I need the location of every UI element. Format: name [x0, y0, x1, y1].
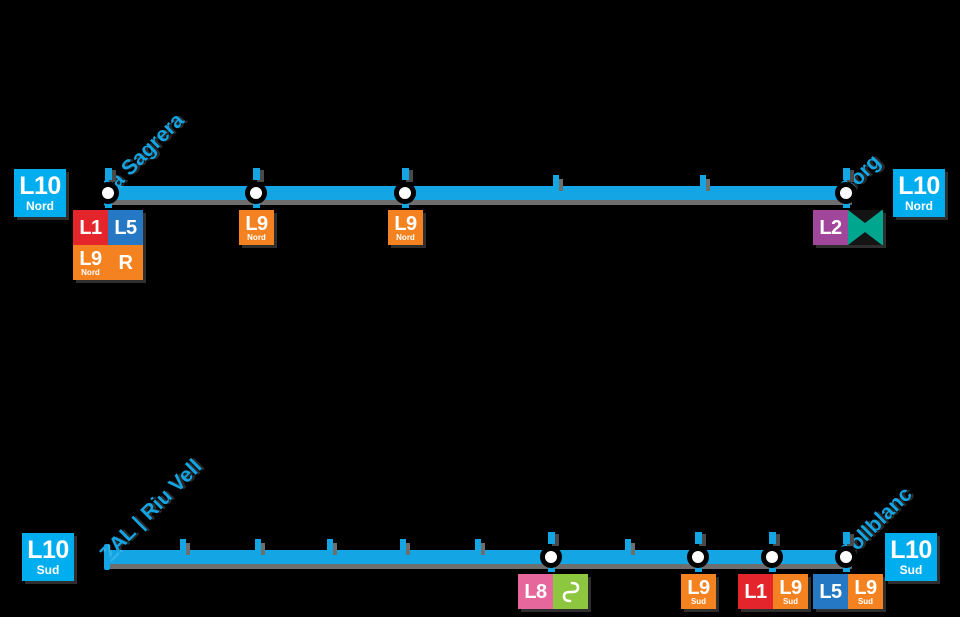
- connection-label: L1: [79, 216, 102, 239]
- tram-icon[interactable]: [848, 210, 883, 245]
- station-stop-la-sagrera[interactable]: [97, 182, 119, 204]
- station-stop[interactable]: [394, 182, 416, 204]
- station-stop[interactable]: [687, 546, 709, 568]
- terminus-label-main: L10: [27, 536, 69, 564]
- connection-badge-l1[interactable]: L1: [738, 574, 773, 609]
- tick-mark: [180, 539, 186, 555]
- connection-label: L9: [779, 576, 802, 599]
- connection-sublabel: Sud: [690, 596, 707, 606]
- connection-sublabel: Nord: [247, 232, 266, 242]
- station-stop-collblanc[interactable]: [835, 546, 857, 568]
- station-stop[interactable]: [540, 546, 562, 568]
- connection-badge-l9-sud[interactable]: L9 Sud: [681, 574, 716, 609]
- terminus-label-sub: Nord: [905, 199, 933, 213]
- tick-mark: [553, 175, 559, 191]
- stop-stem: [843, 532, 850, 544]
- stop-stem: [402, 168, 409, 180]
- connection-label: R: [118, 251, 133, 274]
- connection-badge-l9-nord[interactable]: L9 Nord: [388, 210, 423, 245]
- tick-shadow: [404, 543, 410, 555]
- station-stop[interactable]: [761, 546, 783, 568]
- connections-gorg: L2: [813, 210, 883, 245]
- tick-shadow: [629, 543, 635, 555]
- stop-stem: [843, 168, 850, 180]
- terminus-label-main: L10: [898, 172, 940, 200]
- connection-sublabel: Sud: [857, 596, 874, 606]
- tick-mark: [475, 539, 481, 555]
- terminus-label-sub: Nord: [26, 199, 54, 213]
- connection-label: L9: [245, 212, 268, 235]
- connection-label: L5: [819, 580, 842, 603]
- connections-collblanc: L5 L9 Sud: [813, 574, 883, 609]
- connections-station-l9sud: L9 Sud: [681, 574, 716, 609]
- terminus-l10-nord-right[interactable]: L10 Nord: [893, 169, 945, 217]
- tick-mark: [625, 539, 631, 555]
- tick-mark: [700, 175, 706, 191]
- connections-la-sagrera: L1 L5 L9 Nord R: [73, 210, 143, 280]
- connection-badge-l5[interactable]: L5: [108, 210, 143, 245]
- tick-shadow: [331, 543, 337, 555]
- tick-mark: [400, 539, 406, 555]
- connection-badge-l2[interactable]: L2: [813, 210, 848, 245]
- stop-stem-shadow: [699, 534, 706, 546]
- terminus-l10-sud-left[interactable]: L10 Sud: [22, 533, 74, 581]
- connection-badge-l9-nord[interactable]: L9 Nord: [239, 210, 274, 245]
- rail-cap-left-sud: [104, 544, 110, 570]
- connection-label: L2: [819, 216, 842, 239]
- tick-mark: [327, 539, 333, 555]
- tick-shadow: [557, 179, 563, 191]
- stop-stem-shadow: [109, 170, 116, 182]
- terminus-label-main: L10: [890, 536, 932, 564]
- stop-stem-shadow: [773, 534, 780, 546]
- connection-label: L9: [687, 576, 710, 599]
- stop-stem: [695, 532, 702, 544]
- connection-label: L5: [114, 216, 137, 239]
- connection-badge-l9-sud[interactable]: L9 Sud: [848, 574, 883, 609]
- rail-shadow-sud: [108, 564, 852, 569]
- terminus-l10-nord-left[interactable]: L10 Nord: [14, 169, 66, 217]
- tick-shadow: [479, 543, 485, 555]
- fgc-icon[interactable]: [553, 574, 588, 609]
- connections-station-2: L9 Nord: [239, 210, 274, 245]
- connection-sublabel: Nord: [81, 267, 100, 277]
- stop-stem: [769, 532, 776, 544]
- stop-stem: [548, 532, 555, 544]
- connection-badge-l9-nord[interactable]: L9 Nord: [73, 245, 108, 280]
- connection-label: L9: [854, 576, 877, 599]
- stop-stem-shadow: [406, 170, 413, 182]
- station-stop-gorg[interactable]: [835, 182, 857, 204]
- rail-sud: [104, 550, 850, 564]
- connection-badge-l5[interactable]: L5: [813, 574, 848, 609]
- station-stop[interactable]: [245, 182, 267, 204]
- rail-shadow-nord: [108, 200, 852, 205]
- tick-shadow: [704, 179, 710, 191]
- terminus-l10-sud-right[interactable]: L10 Sud: [885, 533, 937, 581]
- connection-label: L9: [79, 247, 102, 270]
- tick-mark: [255, 539, 261, 555]
- stop-stem: [253, 168, 260, 180]
- connections-station-l1-l9sud: L1 L9 Sud: [738, 574, 808, 609]
- connection-badge-rodalies[interactable]: R: [108, 245, 143, 280]
- stop-stem-shadow: [552, 534, 559, 546]
- terminus-label-sub: Sud: [899, 563, 923, 577]
- connection-sublabel: Nord: [396, 232, 415, 242]
- tick-shadow: [184, 543, 190, 555]
- connection-label: L9: [394, 212, 417, 235]
- terminus-label-sub: Sud: [36, 563, 60, 577]
- stop-stem: [105, 168, 112, 180]
- connections-station-3: L9 Nord: [388, 210, 423, 245]
- connection-badge-l1[interactable]: L1: [73, 210, 108, 245]
- connection-badge-l8[interactable]: L8: [518, 574, 553, 609]
- connection-badge-l9-sud[interactable]: L9 Sud: [773, 574, 808, 609]
- stop-stem-shadow: [847, 534, 854, 546]
- rail-nord: [104, 186, 850, 200]
- connections-station-l8: L8: [518, 574, 588, 609]
- tick-shadow: [259, 543, 265, 555]
- stop-stem-shadow: [847, 170, 854, 182]
- connection-label: L1: [744, 580, 767, 603]
- connection-sublabel: Sud: [782, 596, 799, 606]
- stop-stem-shadow: [257, 170, 264, 182]
- terminus-label-main: L10: [19, 172, 61, 200]
- connection-label: L8: [524, 580, 547, 603]
